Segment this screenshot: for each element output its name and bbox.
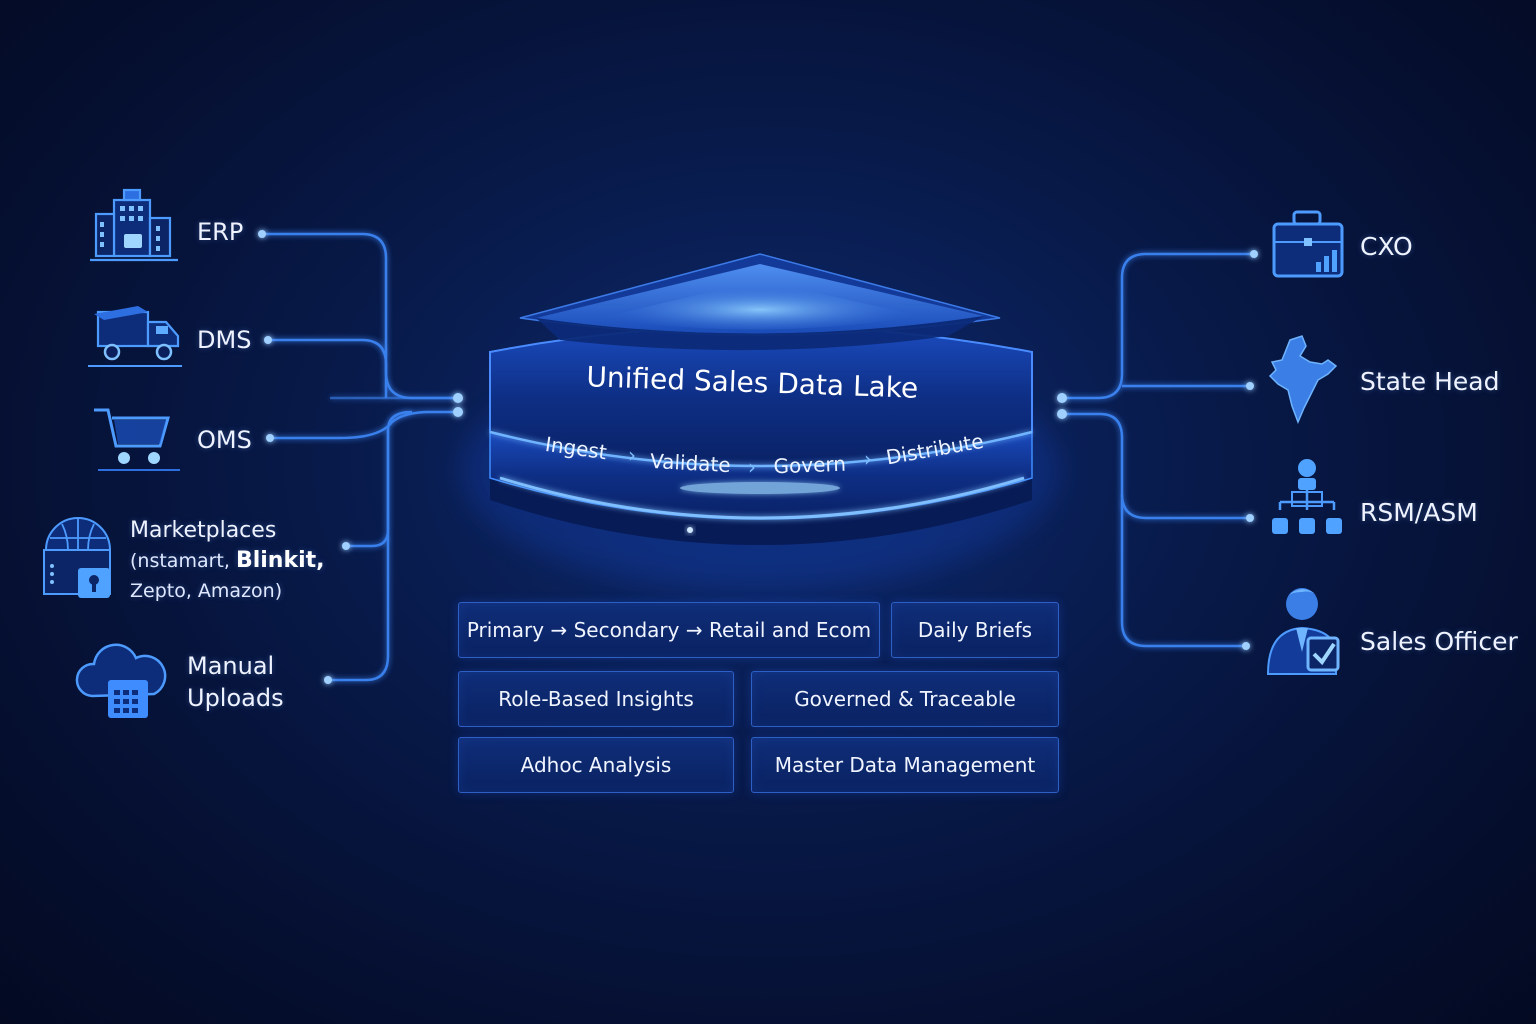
tile-role-based-insights: Role-Based Insights: [458, 671, 734, 727]
consumer-cxo-label: CXO: [1360, 232, 1413, 261]
tile-master-data-management: Master Data Management: [751, 737, 1059, 793]
step-govern: Govern: [773, 452, 846, 479]
briefcase-chart-icon: [1272, 210, 1344, 278]
source-oms-label: OMS: [197, 426, 252, 454]
step-arrow-icon: ›: [864, 447, 872, 471]
right-connectors: [1062, 252, 1254, 648]
consumer-sales-officer-label: Sales Officer: [1360, 627, 1518, 656]
india-map-icon: [1268, 335, 1338, 425]
marketplaces-line1-bold: Blinkit,: [235, 548, 325, 573]
consumer-state-head-label: State Head: [1360, 367, 1500, 396]
left-connector-nodes: [258, 230, 463, 684]
tile-governed-traceable: Governed & Traceable: [751, 671, 1059, 727]
source-dms-label: DMS: [197, 326, 252, 354]
step-arrow-icon: ›: [748, 455, 756, 479]
step-arrow-icon: ›: [628, 443, 636, 467]
source-marketplaces-label: Marketplaces (nstamart, Blinkit, Zepto, …: [130, 516, 325, 606]
source-erp-label: ERP: [197, 218, 244, 246]
marketplaces-line2: Zepto, Amazon): [130, 580, 283, 602]
marketplaces-title: Marketplaces: [130, 518, 277, 543]
consumer-rsm-asm-label: RSM/ASM: [1360, 498, 1478, 527]
manual-line1: Manual: [187, 652, 275, 680]
step-validate: Validate: [649, 449, 731, 477]
cart-icon: [94, 408, 180, 471]
left-connectors: [262, 232, 458, 682]
cloud-upload-icon: [75, 643, 167, 718]
marketplace-globe-lock-icon: [43, 517, 112, 598]
org-chart-icon: [1272, 459, 1342, 534]
marketplaces-line1: (nstamart, Blinkit,: [130, 546, 325, 576]
building-icon: [90, 188, 178, 262]
source-manual-uploads-label: Manual Uploads: [187, 650, 284, 714]
officer-check-icon: [1266, 588, 1340, 675]
right-connector-nodes: [1057, 250, 1258, 650]
marketplaces-line1-prefix: (nstamart,: [130, 550, 230, 572]
tile-data-flow: Primary → Secondary → Retail and Ecom: [458, 602, 880, 658]
data-lake-hub: [489, 253, 1033, 545]
truck-icon: [88, 306, 182, 367]
tile-daily-briefs: Daily Briefs: [891, 602, 1059, 658]
tile-adhoc-analysis: Adhoc Analysis: [458, 737, 734, 793]
manual-line2: Uploads: [187, 684, 284, 712]
